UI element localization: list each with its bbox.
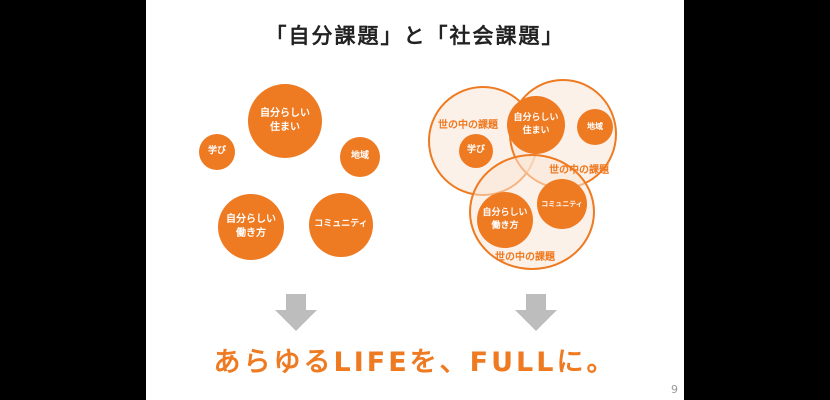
- down-arrow-icon: [275, 294, 317, 331]
- down-arrow-icon: [515, 294, 557, 331]
- page-number: 9: [671, 383, 678, 396]
- ring-label: 世の中の課題: [549, 165, 609, 176]
- slide-title: 「自分課題」と「社会課題」: [265, 24, 565, 48]
- circle-learning: 学び: [199, 134, 235, 170]
- tagline: あらゆるLIFEを、FULLに。: [213, 347, 617, 378]
- circle-own-work-style: 自分らしい 働き方: [218, 194, 284, 260]
- circle-region: 地域: [340, 137, 380, 177]
- circle-region: 地域: [577, 109, 613, 145]
- ring-label: 世の中の課題: [495, 252, 555, 263]
- slide: 「自分課題」と「社会課題」 自分らしい 住まい 学び 地域 自分らしい 働き方 …: [146, 0, 684, 400]
- circle-own-home: 自分らしい 住まい: [507, 96, 565, 154]
- ring-label: 世の中の課題: [438, 120, 498, 131]
- circle-own-work-style: 自分らしい 働き方: [477, 192, 533, 248]
- circle-community: コミュニティ: [309, 193, 373, 257]
- circle-learning: 学び: [459, 134, 493, 168]
- circle-own-home: 自分らしい 住まい: [248, 84, 322, 158]
- circle-community: コミュニティ: [537, 179, 587, 229]
